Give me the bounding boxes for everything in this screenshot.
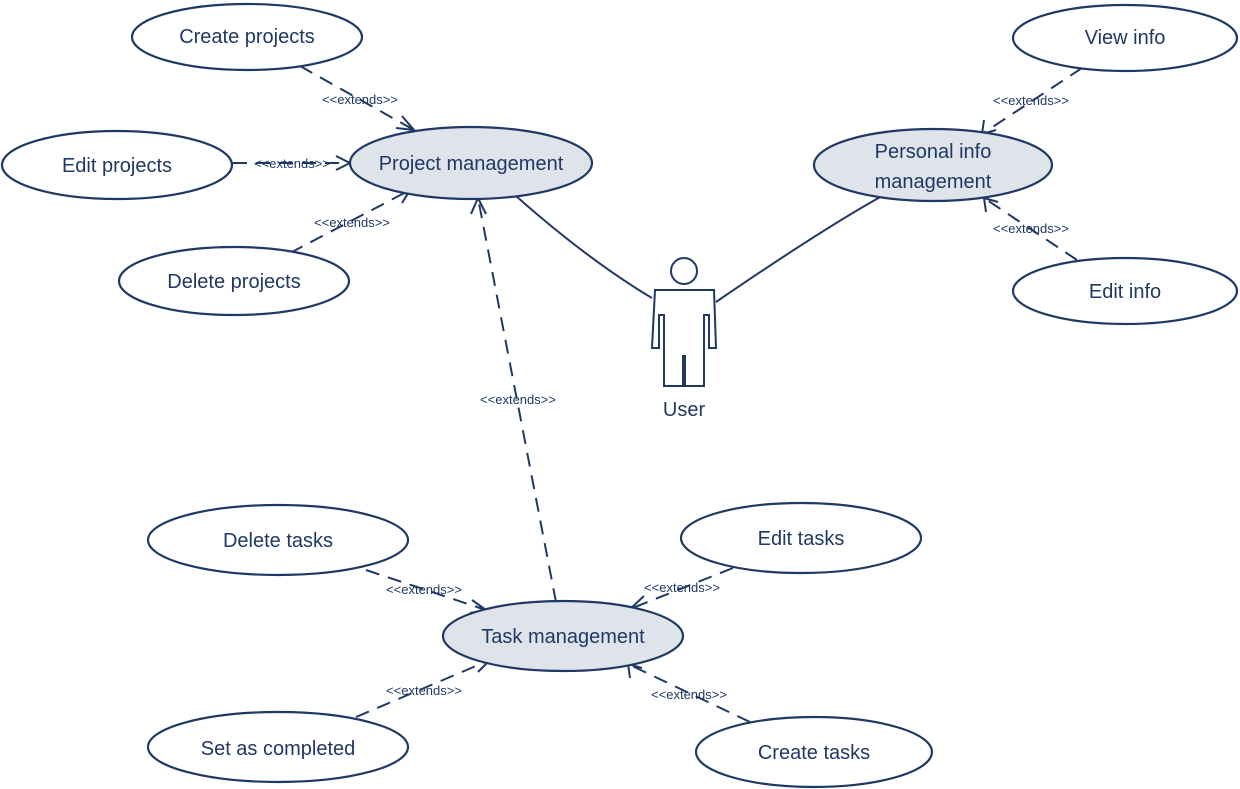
- use-case-view-info: View info: [1011, 3, 1239, 73]
- use-case-delete-projects: Delete projects: [117, 245, 351, 317]
- use-case-edit-info: Edit info: [1011, 256, 1239, 326]
- actor-body: [650, 289, 718, 387]
- extends-line-view-info: [981, 67, 1083, 135]
- use-case-label-line1: Personal info: [875, 141, 992, 163]
- use-case-label: Create projects: [179, 26, 315, 48]
- extends-label-create-tasks: <<extends>>: [651, 687, 727, 702]
- use-case-label: Project management: [379, 153, 564, 175]
- extends-label-set-as-completed: <<extends>>: [386, 683, 462, 698]
- use-case-label: Set as completed: [201, 738, 356, 760]
- extends-line-edit-tasks: [629, 567, 734, 610]
- use-case-label: Create tasks: [758, 742, 870, 764]
- use-case-task-management: Task management: [441, 599, 685, 673]
- extends-label-edit-info: <<extends>>: [993, 221, 1069, 236]
- use-case-edit-tasks: Edit tasks: [679, 501, 923, 575]
- use-case-create-tasks: Create tasks: [694, 715, 934, 789]
- association-user-personal-info: [715, 195, 883, 303]
- use-case-set-as-completed: Set as completed: [146, 710, 410, 784]
- use-case-label: Edit info: [1089, 281, 1161, 303]
- actor-label: User: [663, 399, 706, 421]
- use-case-project-management: Project management: [348, 125, 594, 201]
- association-user-project-management: [515, 195, 653, 299]
- extends-label-edit-tasks: <<extends>>: [644, 580, 720, 595]
- use-case-label: View info: [1085, 27, 1166, 49]
- extends-label-edit-projects: <<extends>>: [254, 156, 330, 171]
- use-case-personal-info-management: Personal info management: [812, 127, 1054, 203]
- extends-label-delete-tasks: <<extends>>: [386, 582, 462, 597]
- use-case-edit-projects: Edit projects: [0, 129, 234, 201]
- use-case-label: Task management: [481, 626, 645, 648]
- extends-label-task-to-project: <<extends>>: [480, 392, 556, 407]
- extends-arrowhead-create-projects: [395, 115, 417, 132]
- use-case-label: Edit tasks: [758, 528, 845, 550]
- extends-line-delete-tasks: [365, 569, 487, 611]
- use-case-label: Edit projects: [62, 155, 172, 177]
- use-case-create-projects: Create projects: [130, 2, 364, 72]
- extends-label-delete-projects: <<extends>>: [314, 215, 390, 230]
- use-case-delete-tasks: Delete tasks: [146, 503, 410, 577]
- actor-user: User: [650, 257, 718, 421]
- use-case-label-line2: management: [875, 171, 992, 193]
- extends-line-edit-info: [983, 197, 1078, 261]
- extends-line-set-as-completed: [355, 659, 491, 718]
- use-case-label: Delete projects: [167, 271, 300, 293]
- use-case-label: Delete tasks: [223, 530, 333, 552]
- actor-head: [670, 257, 698, 285]
- extends-label-create-projects: <<extends>>: [322, 92, 398, 107]
- extends-label-view-info: <<extends>>: [993, 93, 1069, 108]
- extends-arrowhead-task-to-project: [470, 195, 487, 215]
